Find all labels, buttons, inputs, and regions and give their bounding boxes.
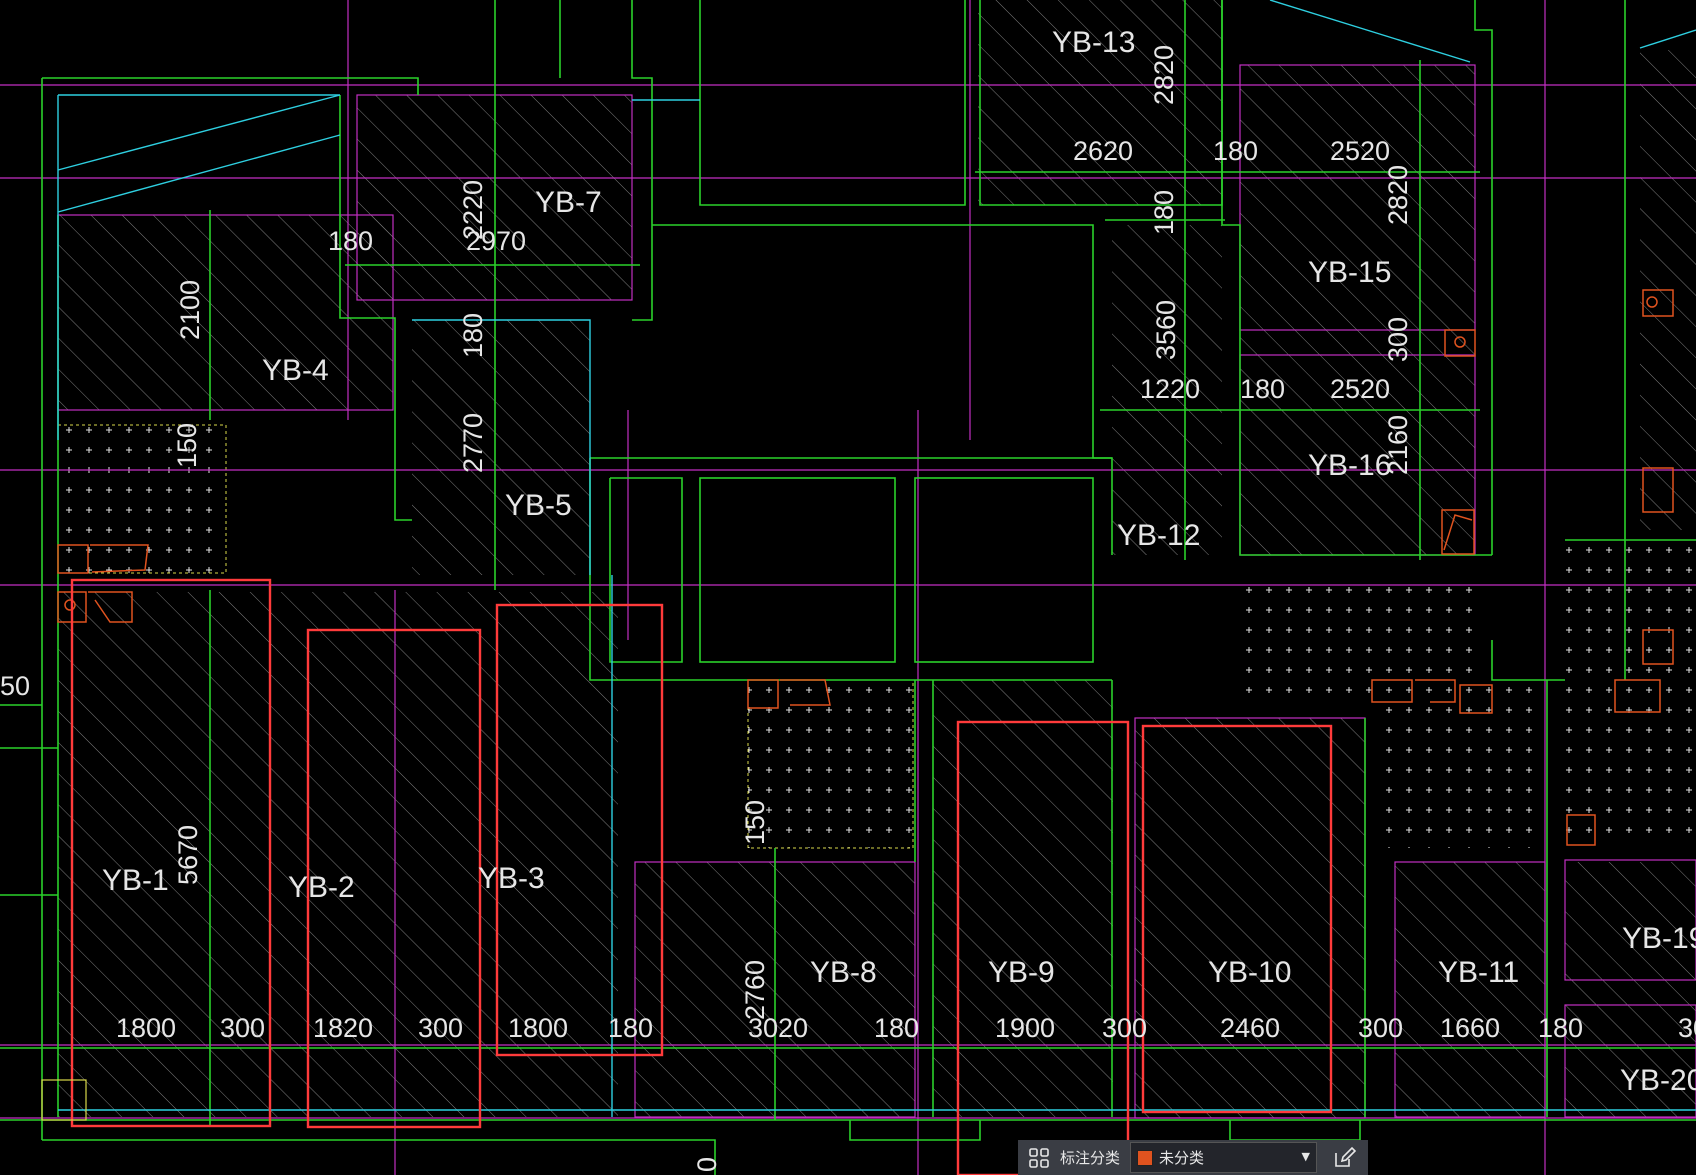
- dim-30: 30: [1678, 1013, 1696, 1043]
- selection-rectangles: [70, 578, 1333, 1175]
- dim-180d: 180: [328, 226, 373, 256]
- dim-1900: 1900: [995, 1013, 1055, 1043]
- slab-label-yb5: YB-5: [505, 489, 572, 522]
- dim-2220: 2220: [458, 180, 488, 240]
- dim-300b: 300: [418, 1013, 463, 1043]
- dim-2460: 2460: [1220, 1013, 1280, 1043]
- dim-2970: 2970: [466, 226, 526, 256]
- dim-180a: 180: [608, 1013, 653, 1043]
- slab-label-yb7: YB-7: [535, 186, 602, 219]
- slab-label-yb16: YB-16: [1308, 449, 1391, 482]
- dimension-texts: 1800 300 1820 300 1800 180 3020 180 1900…: [0, 136, 1696, 1043]
- dim-5670: 5670: [173, 825, 203, 885]
- slab-hatch-areas: [58, 0, 1696, 1118]
- cyan-lines: [57, 0, 1696, 1117]
- dim-300a: 300: [220, 1013, 265, 1043]
- dim-1800b: 1800: [508, 1013, 568, 1043]
- slab-label-yb2: YB-2: [288, 871, 355, 904]
- dim-300e: 300: [1383, 317, 1413, 362]
- dim-180f: 180: [1213, 136, 1258, 166]
- dim-1660: 1660: [1440, 1013, 1500, 1043]
- dim-1800a: 1800: [116, 1013, 176, 1043]
- dim-2820a: 2820: [1149, 45, 1179, 105]
- annotation-category-toolbar: 标注分类 未分类 ▼: [1018, 1140, 1368, 1175]
- dim-180h: 180: [1240, 374, 1285, 404]
- slab-label-yb10: YB-10: [1208, 956, 1291, 989]
- dim-3560: 3560: [1151, 300, 1181, 360]
- chevron-down-icon: ▼: [1301, 1150, 1311, 1163]
- slab-label-yb8: YB-8: [810, 956, 877, 989]
- dim-1820: 1820: [313, 1013, 373, 1043]
- category-select[interactable]: 未分类 ▼: [1130, 1142, 1318, 1173]
- dim-3020: 3020: [748, 1013, 808, 1043]
- slab-label-yb1: YB-1: [102, 864, 169, 897]
- dim-180b: 180: [874, 1013, 919, 1043]
- dim-2760: 2760: [740, 960, 770, 1020]
- plus-fill-areas: [57, 424, 1696, 849]
- dim-50: 50: [0, 671, 30, 701]
- slab-labels: YB-1 YB-2 YB-3 YB-4 YB-5 YB-7 YB-8 YB-9 …: [102, 26, 1696, 1097]
- dim-2520a: 2520: [1330, 136, 1390, 166]
- slab-label-yb19: YB-19: [1622, 922, 1696, 955]
- slab-label-yb12: YB-12: [1117, 519, 1200, 552]
- dim-0: 0: [692, 1157, 722, 1172]
- dim-2520b: 2520: [1330, 374, 1390, 404]
- slab-label-yb20: YB-20: [1620, 1064, 1696, 1097]
- slab-label-yb15: YB-15: [1308, 256, 1391, 289]
- vertical-dimension-texts: 5670 2760 150 150 2100 2220 180 2770 282…: [172, 45, 1413, 1172]
- dim-300d: 300: [1358, 1013, 1403, 1043]
- dim-150a: 150: [172, 423, 202, 468]
- dim-180g: 180: [1149, 190, 1179, 235]
- dim-150b: 150: [740, 800, 770, 845]
- dim-180c: 180: [1538, 1013, 1583, 1043]
- selected-category: 未分类: [1159, 1149, 1205, 1167]
- dim-180e: 180: [458, 313, 488, 358]
- grid-icon[interactable]: [1026, 1145, 1052, 1171]
- category-color-swatch: [1137, 1149, 1154, 1166]
- dim-2820b: 2820: [1383, 165, 1413, 225]
- corner-marker: [41, 1079, 87, 1121]
- slab-label-yb9: YB-9: [988, 956, 1055, 989]
- edit-icon[interactable]: [1329, 1143, 1359, 1173]
- dim-2100: 2100: [175, 280, 205, 340]
- category-label: 标注分类: [1060, 1149, 1121, 1167]
- slab-label-yb4: YB-4: [262, 354, 329, 387]
- dim-2620: 2620: [1073, 136, 1133, 166]
- dim-2770: 2770: [458, 413, 488, 473]
- dim-1220: 1220: [1140, 374, 1200, 404]
- dim-300c: 300: [1102, 1013, 1147, 1043]
- dim-2160: 2160: [1383, 415, 1413, 475]
- slab-label-yb13: YB-13: [1052, 26, 1135, 59]
- slab-label-yb3: YB-3: [478, 862, 545, 895]
- slab-label-yb11: YB-11: [1438, 956, 1519, 989]
